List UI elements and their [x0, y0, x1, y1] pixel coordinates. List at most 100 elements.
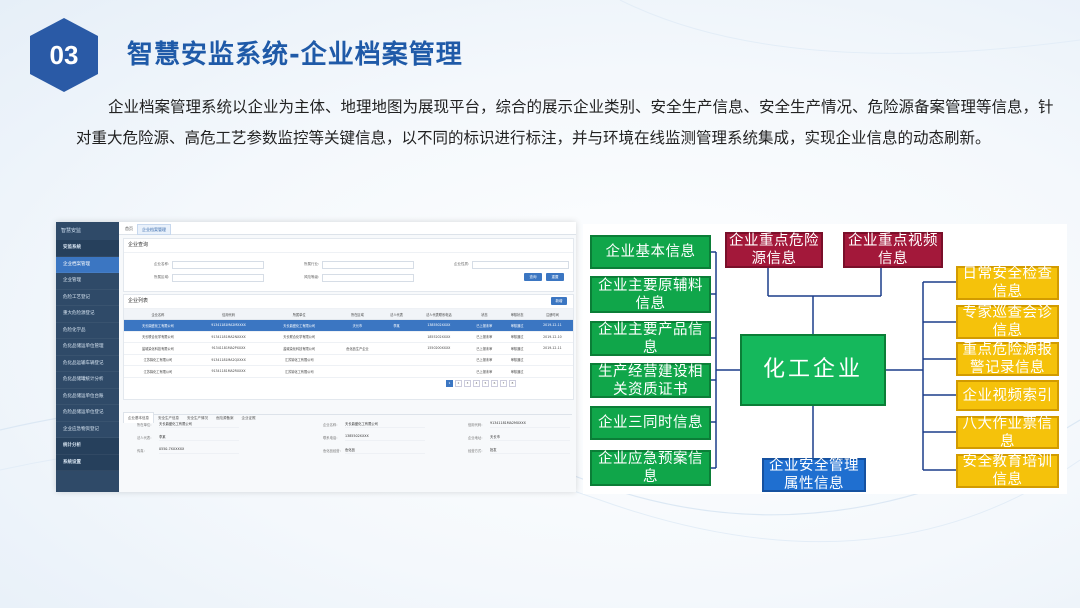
detail-label: 企业名称： [323, 423, 340, 427]
table-cell: 天长鼎盛化工有限公司 [124, 319, 192, 332]
page-button[interactable]: 8 [509, 380, 516, 387]
node-expert-consultation: 专家巡查会诊信息 [956, 305, 1059, 339]
table-cell: 江苏锦化工有限公司 [265, 365, 334, 378]
table-cell [381, 365, 412, 378]
table-cell: 91341181MA2PXXXX [191, 342, 266, 355]
table-cell: 江苏锦化工有限公司 [124, 354, 192, 366]
tab-enterprise-archive[interactable]: 企业档案管理 [137, 224, 171, 235]
sidebar: 智慧安监 安监系统企业档案管理企业管理危险工艺登记重大危险源登记危险化学品危化品… [56, 222, 119, 492]
detail-label: 所在单位： [137, 423, 154, 427]
detail-tab[interactable]: 危险源备案 [216, 416, 234, 420]
table-cell [381, 342, 412, 355]
node-safety-training: 安全教育培训信息 [956, 454, 1059, 488]
page-button[interactable]: 5 [482, 380, 489, 387]
detail-label: 企业地址： [468, 436, 485, 440]
detail-value: 0550-7XXXXXX [159, 447, 239, 454]
sidebar-item[interactable]: 危险化学品 [56, 323, 119, 339]
detail-value: 天长鼎盛化工有限公司 [345, 421, 425, 428]
table-cell: 盐城染化科技有限公司 [265, 342, 334, 355]
page-button[interactable]: 2 [455, 380, 462, 387]
detail-label: 信用代码： [468, 423, 485, 427]
table-cell: 2019-12-10 [531, 331, 573, 343]
detail-tab[interactable]: 安全生产情况 [187, 416, 208, 420]
detail-tab[interactable]: 安全生产信息 [158, 416, 179, 420]
table-cell: 审核通过 [502, 365, 532, 378]
sidebar-item[interactable]: 重大危险源登记 [56, 306, 119, 323]
nature-select[interactable] [472, 261, 569, 269]
table-cell: 天长联合化学有限公司 [265, 331, 334, 343]
sidebar-item[interactable]: 企业应急物资登记 [56, 422, 119, 438]
table-cell: 天长市 [333, 319, 382, 332]
search-button[interactable]: 查询 [524, 273, 542, 281]
node-video-index: 企业视频索引 [956, 380, 1059, 411]
column-header[interactable]: 审核状态 [502, 309, 532, 320]
sidebar-item[interactable]: 安监系统 [56, 240, 119, 257]
detail-label: 经营方式： [468, 449, 485, 453]
table-cell [381, 331, 412, 343]
detail-value: 天长鼎盛化工有限公司 [159, 421, 239, 428]
sidebar-item[interactable]: 危化品储运单位台账 [56, 389, 119, 405]
page-button[interactable]: 7 [500, 380, 507, 387]
add-button[interactable]: 新增 [551, 297, 567, 305]
sidebar-item[interactable]: 系统设置 [56, 454, 119, 471]
column-header[interactable]: 状态 [466, 309, 503, 320]
column-header[interactable]: 所在区域 [333, 309, 382, 320]
table-cell: 江苏锦化工有限公司 [124, 365, 192, 378]
node-work-permits: 八大作业票信息 [956, 416, 1059, 450]
table-cell: 天长鼎盛化工有限公司 [265, 319, 334, 332]
region-select[interactable] [172, 274, 264, 282]
risk-level-select[interactable] [322, 274, 414, 282]
field-label: 风险等级: [304, 275, 320, 279]
detail-tab[interactable]: 企业基本信息 [123, 412, 154, 423]
sidebar-item[interactable]: 企业档案管理 [56, 256, 119, 273]
section-number-hexagon [30, 18, 98, 92]
detail-label: 传真： [137, 449, 147, 453]
detail-label: 法人代表： [137, 436, 154, 440]
table-cell [381, 354, 412, 366]
column-header[interactable]: 注册时间 [531, 309, 573, 320]
industry-select[interactable] [322, 261, 414, 269]
sidebar-item[interactable]: 统计分析 [56, 438, 119, 455]
page-button[interactable]: 3 [464, 380, 471, 387]
table-cell: 盐城染化科技有限公司 [124, 342, 192, 355]
table-cell: 2019-12-11 [531, 342, 573, 355]
detail-tab[interactable]: 企业证照 [241, 416, 256, 420]
tab-home[interactable]: 首页 [125, 226, 133, 231]
page-button[interactable]: 6 [491, 380, 498, 387]
table-cell: 审核通过 [502, 342, 532, 355]
field-label: 所属行业: [304, 262, 320, 266]
table-cell: 已上报未审 [466, 365, 503, 378]
table-cell: 91341181MA2NXXXX [191, 331, 266, 343]
table-cell: 审核通过 [502, 331, 532, 343]
column-header[interactable]: 企业名称 [124, 309, 192, 320]
column-header[interactable]: 所属单位 [265, 309, 334, 320]
sidebar-item[interactable]: 危化品储罐统计分析 [56, 372, 119, 389]
detail-tabs: 企业基本信息安全生产信息 安全生产情况 危险源备案 企业证照 [123, 404, 572, 423]
slide-description: 企业档案管理系统以企业为主体、地理地图为展现平台，综合的展示企业类别、安全生产信… [76, 98, 1054, 147]
reset-button[interactable]: 重置 [546, 273, 564, 281]
enterprise-name-input[interactable] [172, 261, 264, 269]
table-cell: 1385502XXXX [411, 319, 467, 332]
sidebar-item[interactable]: 危险品储运单位登记 [56, 405, 119, 422]
page-button[interactable]: 1 [446, 380, 453, 387]
sidebar-item[interactable]: 企业管理 [56, 273, 119, 290]
table-cell: 已上报未审 [466, 354, 503, 366]
node-hazard-source: 企业重点危险源信息 [725, 232, 823, 268]
column-header[interactable]: 法人代表 [381, 309, 412, 320]
table-cell: 91341181MA2RXXXX [191, 365, 266, 378]
sidebar-item[interactable]: 危化品运输车辆登记 [56, 356, 119, 372]
page-button[interactable]: 4 [473, 380, 480, 387]
column-header[interactable]: 法人代表联系电话 [411, 309, 467, 320]
table-cell: 1550200XXXX [411, 342, 467, 355]
list-panel-title: 企业列表 [124, 295, 573, 309]
sidebar-item[interactable]: 危化品储运单位管理 [56, 339, 119, 356]
column-header[interactable]: 信用代码 [191, 309, 266, 320]
sidebar-item[interactable]: 危险工艺登记 [56, 290, 119, 306]
node-main-products: 企业主要产品信息 [590, 321, 711, 356]
table-cell [333, 354, 382, 366]
